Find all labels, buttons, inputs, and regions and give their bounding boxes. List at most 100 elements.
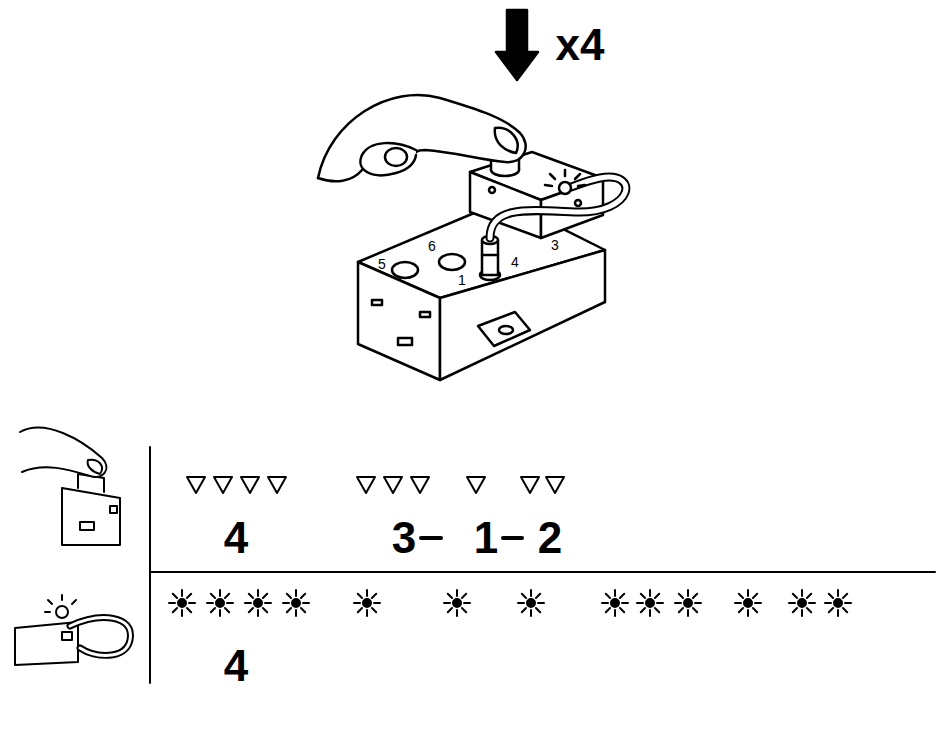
- flash-core: [363, 599, 371, 607]
- flash-count: 4: [224, 644, 248, 688]
- table-rule: [149, 447, 151, 683]
- flash-ray: [657, 602, 663, 604]
- flash-ray: [789, 602, 795, 604]
- flash-ray: [606, 608, 610, 612]
- flash-symbols: [169, 590, 851, 616]
- cable-core: [490, 177, 626, 238]
- led-icon: [15, 595, 130, 665]
- press-triangle: [357, 477, 375, 493]
- flash-ray: [354, 602, 360, 604]
- flash-symbol: [637, 590, 663, 616]
- press-symbols: [187, 477, 564, 493]
- flash-ray: [614, 610, 616, 616]
- flash-ray: [225, 594, 229, 598]
- flash-ray: [747, 590, 749, 596]
- module-base-part: [392, 262, 418, 278]
- module-upper-block-part: [470, 172, 541, 238]
- module-base-part: [372, 300, 382, 305]
- flash-core: [254, 599, 262, 607]
- flash-ray: [622, 602, 628, 604]
- led-lamp: [545, 170, 585, 194]
- flash-ray: [641, 594, 645, 598]
- led-icon-part: [72, 600, 76, 604]
- flash-ray: [444, 602, 450, 604]
- flash-ray: [245, 602, 251, 604]
- flash-ray: [807, 608, 811, 612]
- led-lamp-part: [564, 170, 567, 176]
- press-triangle: [546, 477, 564, 493]
- flash-ray: [536, 608, 540, 612]
- flash-symbol: [245, 590, 271, 616]
- flash-core: [684, 599, 692, 607]
- press-arrow: [496, 10, 538, 80]
- press-triangle: [467, 477, 485, 493]
- flash-ray: [614, 590, 616, 596]
- module-upper-block-part: [575, 200, 581, 206]
- flash-ray: [837, 590, 839, 596]
- flash-core: [646, 599, 654, 607]
- flash-ray: [366, 610, 368, 616]
- flash-ray: [372, 608, 376, 612]
- flash-ray: [637, 602, 643, 604]
- flash-ray: [257, 610, 259, 616]
- flash-ray: [843, 594, 847, 598]
- flash-ray: [829, 594, 833, 598]
- press-count: 4: [224, 516, 248, 560]
- press-triangle: [187, 477, 205, 493]
- flash-ray: [456, 610, 458, 616]
- flash-ray: [173, 594, 177, 598]
- flash-ray: [295, 610, 297, 616]
- led-lamp-part: [578, 185, 585, 186]
- flash-ray: [462, 594, 466, 598]
- flash-ray: [845, 602, 851, 604]
- flash-symbol: [825, 590, 851, 616]
- flash-ray: [181, 590, 183, 596]
- terminal-number: 1: [458, 273, 466, 287]
- flash-ray: [283, 602, 289, 604]
- press-triangle: [384, 477, 402, 493]
- press-icon-part: [20, 428, 106, 477]
- flash-ray: [602, 602, 608, 604]
- terminal-number: 3: [551, 238, 559, 252]
- flash-ray: [257, 590, 259, 596]
- pressing-hand: [318, 95, 526, 181]
- flash-symbol: [518, 590, 544, 616]
- module-base-part: [358, 262, 440, 380]
- press-triangle: [241, 477, 259, 493]
- connector-post-part: [482, 254, 498, 257]
- flash-ray: [249, 608, 253, 612]
- module-base-part: [398, 338, 412, 345]
- flash-core: [798, 599, 806, 607]
- press-triangle: [411, 477, 429, 493]
- flash-ray: [655, 594, 659, 598]
- flash-ray: [219, 590, 221, 596]
- module-base-part: [439, 254, 465, 270]
- terminal-number: 4: [511, 255, 519, 269]
- flash-ray: [693, 594, 697, 598]
- flash-core: [453, 599, 461, 607]
- flash-ray: [301, 594, 305, 598]
- module-base-part: [440, 250, 605, 380]
- flash-ray: [372, 594, 376, 598]
- flash-ray: [793, 594, 797, 598]
- flash-ray: [464, 602, 470, 604]
- module-upper-block-part: [489, 187, 495, 193]
- press-icon-part: [62, 488, 120, 545]
- flash-core: [834, 599, 842, 607]
- flash-ray: [211, 594, 215, 598]
- sequence-digit: 3: [392, 516, 416, 560]
- flash-ray: [189, 602, 195, 604]
- sequence-dash: [421, 536, 441, 540]
- flash-ray: [211, 608, 215, 612]
- led-lamp-part: [559, 182, 571, 194]
- press-triangle: [521, 477, 539, 493]
- flash-ray: [801, 610, 803, 616]
- flash-core: [744, 599, 752, 607]
- flash-symbol: [444, 590, 470, 616]
- flash-ray: [687, 590, 689, 596]
- flash-ray: [606, 594, 610, 598]
- flash-core: [178, 599, 186, 607]
- terminal-number: 6: [428, 239, 436, 253]
- led-icon-part: [62, 632, 72, 640]
